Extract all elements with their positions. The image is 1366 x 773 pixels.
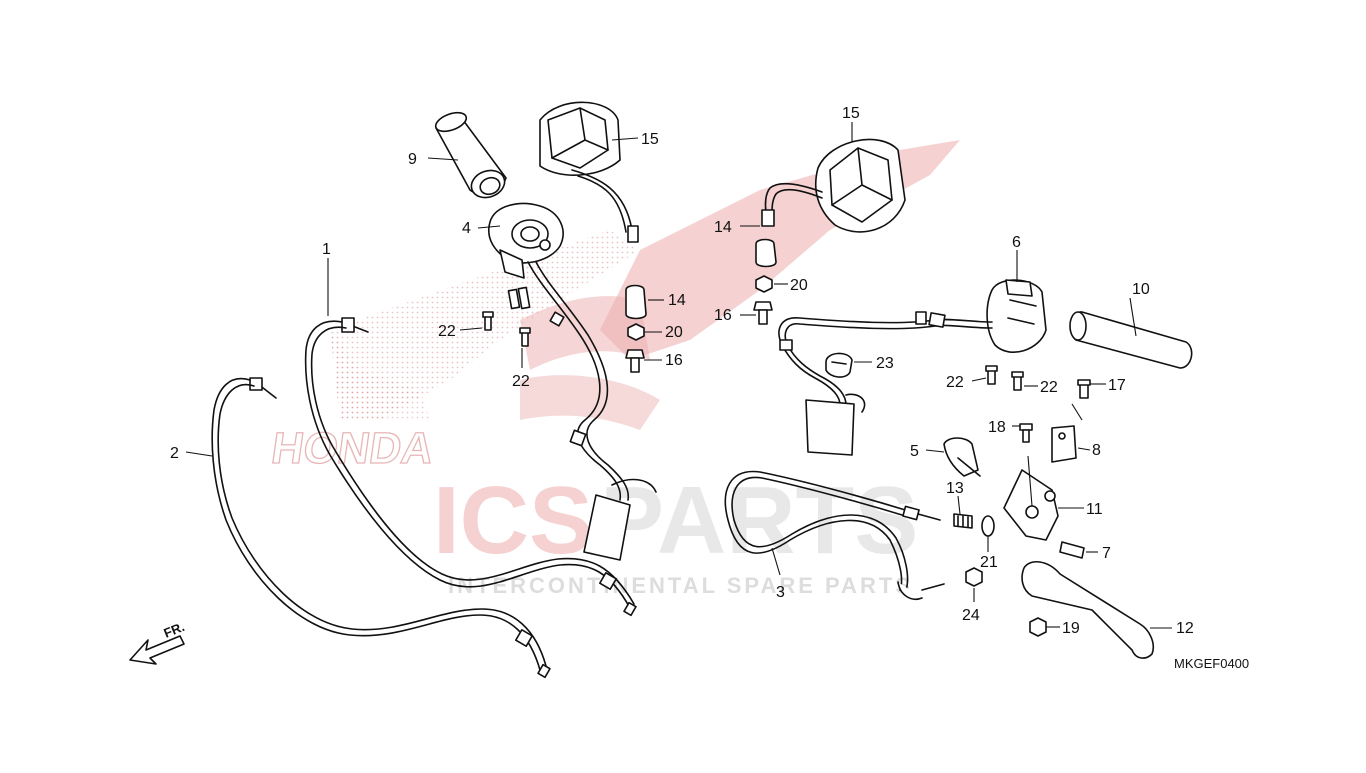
part-22-left-screw-b [519,327,531,347]
callout-13: 13 [946,480,964,497]
callout-22-left-b: 22 [512,373,530,390]
part-20-right-nut [755,275,773,293]
part-6-right-switch [778,279,1047,456]
part-12-lever [1021,561,1155,659]
part-11-bracket [1003,469,1059,541]
part-7-switch [1059,541,1085,559]
callout-11: 11 [1086,501,1103,518]
part-16-right-bolt [753,301,773,325]
callout-22-right-b: 22 [1040,379,1058,396]
callout-14-right: 14 [714,219,732,236]
callouts: 9 15 15 4 14 14 20 16 20 16 22 22 1 2 3 … [170,105,1194,637]
part-1-throttle-cable [304,317,637,617]
part-14-right-weight [755,238,777,268]
part-18-bolt [1019,423,1033,443]
part-3-clutch-cable [724,470,945,600]
part-4-left-switch [488,202,657,561]
callout-2: 2 [170,445,179,462]
part-10-right-grip [1069,311,1193,369]
part-9-left-grip [434,111,507,199]
honda-wing-red-3 [520,375,660,430]
callout-22-left-a: 22 [438,323,456,340]
callout-10: 10 [1132,281,1150,298]
part-22-right-screw-a [985,365,998,385]
callout-24: 24 [962,607,980,624]
honda-wing-dotted-lower [330,330,430,420]
callout-23: 23 [876,355,894,372]
callout-15-right: 15 [842,105,860,122]
part-22-right-screw-b [1011,371,1024,391]
fr-arrow-icon [129,635,185,665]
watermark-company-b: PARTS [600,467,918,574]
part-15-right-mirror [761,138,906,233]
leader-lines [185,122,1172,629]
callout-17: 17 [1108,377,1126,394]
callout-18: 18 [988,419,1006,436]
callout-16-left: 16 [665,352,683,369]
watermark-company-a: ICS [433,467,593,574]
callout-19: 19 [1062,620,1080,637]
callout-21: 21 [980,554,998,571]
part-17-screw [1077,379,1091,399]
fr-label: FR. [162,619,187,641]
part-13-bolt [953,513,973,529]
callout-22-right-a: 22 [946,374,964,391]
callout-9: 9 [408,151,417,168]
watermark-brand: HONDA [269,424,437,473]
part-14-left-weight [625,284,647,320]
part-22-left-screw-a [482,311,494,331]
callout-20-left: 20 [665,324,683,341]
part-23-clamp [825,352,853,378]
part-16-left-bolt [625,349,645,373]
part-2-throttle-cable [211,377,551,679]
part-20-left-nut [627,323,645,341]
part-5-cover [943,437,981,477]
callout-15-left: 15 [641,131,659,148]
watermark-tagline: INTERCONTINENTAL SPARE PARTS [448,573,913,598]
part-19-nut [1029,617,1047,637]
callout-3: 3 [776,584,785,601]
callout-8: 8 [1092,442,1101,459]
callout-12: 12 [1176,620,1194,637]
part-8-clamp [1051,425,1077,463]
part-21-nut [981,515,995,537]
callout-4: 4 [462,220,471,237]
honda-wing-red-2 [520,296,650,370]
callout-7: 7 [1102,545,1111,562]
callout-5: 5 [910,443,919,460]
callout-16-right: 16 [714,307,732,324]
callout-1: 1 [322,241,331,258]
part-24-nut [965,567,983,587]
diagram-code: MKGEF0400 [1174,656,1249,671]
callout-6: 6 [1012,234,1021,251]
callout-14-left: 14 [668,292,686,309]
callout-20-right: 20 [790,277,808,294]
